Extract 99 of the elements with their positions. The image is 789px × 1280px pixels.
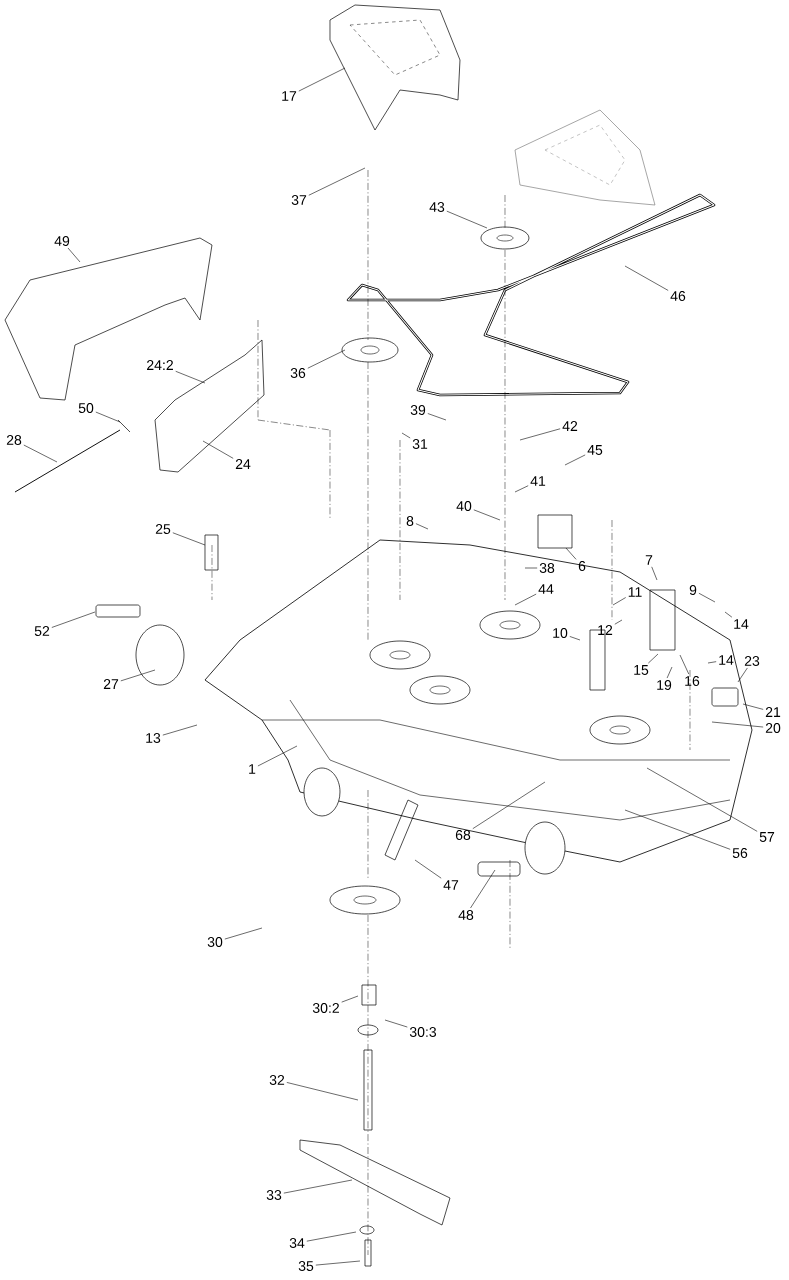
leader-line (202, 440, 234, 459)
leader-line (224, 927, 263, 940)
callout-number: 7 (645, 555, 653, 565)
leader-line (514, 485, 529, 493)
leader-line (614, 619, 623, 625)
leader-line (308, 167, 366, 196)
callout-number: 30:2 (312, 1003, 339, 1013)
callout-number: 68 (455, 830, 471, 840)
leader-line (172, 532, 206, 546)
leader-line (446, 210, 488, 229)
leader-line (470, 869, 496, 909)
leader-line (524, 567, 538, 569)
leader-line (737, 667, 748, 683)
leader-line (698, 592, 716, 603)
leader-line (666, 666, 673, 679)
leader-line (298, 67, 346, 92)
leader-line (67, 247, 81, 263)
callout-number: 24 (235, 459, 251, 469)
leader-line (415, 523, 429, 530)
leader-line (612, 597, 626, 606)
leader-line (283, 1179, 353, 1194)
callout-number: 15 (634, 665, 649, 675)
leader-line (646, 767, 758, 832)
callout-number: 56 (732, 848, 748, 858)
leader-line (384, 1019, 408, 1028)
callout-number: 40 (456, 501, 472, 511)
callout-number: 10 (553, 628, 568, 638)
leader-line (95, 411, 121, 423)
leader-line (624, 809, 731, 850)
leader-line (341, 995, 359, 1003)
callout-number: 43 (429, 202, 445, 212)
leader-line (707, 661, 717, 664)
leader-line (514, 593, 537, 606)
callout-number: 9 (689, 585, 697, 595)
callout-number: 49 (54, 236, 70, 246)
callout-number: 17 (282, 91, 297, 101)
callout-number: 16 (685, 676, 700, 686)
callout-number: 45 (587, 445, 603, 455)
callout-number: 50 (78, 403, 94, 413)
callout-number: 57 (759, 832, 775, 842)
callout-number: 35 (298, 1261, 314, 1271)
leader-line (565, 547, 577, 560)
callout-number: 1 (249, 764, 256, 774)
callout-number: 41 (530, 476, 546, 486)
leader-line (724, 611, 733, 618)
callout-number: 23 (744, 656, 760, 666)
callout-number: 13 (146, 733, 161, 743)
callout-number: 44 (538, 584, 554, 594)
callout-number: 52 (34, 626, 50, 636)
callout-number: 34 (289, 1238, 305, 1248)
callout-number: 37 (291, 195, 307, 205)
callout-number: 20 (765, 723, 781, 733)
leader-line (427, 413, 447, 421)
callout-number: 33 (266, 1190, 282, 1200)
callout-number: 25 (155, 524, 171, 534)
callout-number: 19 (657, 680, 672, 690)
leader-line (569, 636, 581, 641)
leader-line (23, 444, 58, 463)
leader-line (414, 859, 442, 879)
callout-number: 42 (562, 421, 578, 431)
leader-line (162, 724, 198, 736)
leader-line (564, 454, 586, 466)
callout-number: 24:2 (147, 360, 173, 370)
leader-line (120, 669, 156, 682)
callout-number: 30:3 (409, 1027, 437, 1037)
callout-number: 28 (6, 435, 22, 445)
leader-line (472, 781, 546, 829)
leader-line (175, 371, 206, 384)
callout-number: 47 (443, 880, 459, 890)
callout-number: 21 (765, 707, 781, 717)
leader-line (711, 721, 764, 728)
callout-number: 48 (458, 910, 474, 920)
callout-number: 8 (406, 516, 414, 526)
leader-line (257, 745, 298, 767)
callout-number: 11 (628, 587, 642, 597)
callout-number: 12 (598, 625, 613, 635)
callout-number: 31 (412, 439, 428, 449)
leader-line (648, 653, 659, 664)
callout-number: 32 (269, 1075, 285, 1085)
leader-line (651, 566, 658, 581)
leader-line (51, 611, 96, 628)
leader-line (473, 509, 501, 521)
callout-number: 46 (670, 291, 686, 301)
leader-line (624, 265, 669, 291)
callout-number: 38 (539, 563, 555, 573)
callout-number: 27 (103, 679, 119, 689)
leader-line (742, 703, 764, 710)
leader-line (286, 1082, 359, 1101)
leader-line (307, 349, 346, 369)
callout-number: 36 (290, 368, 306, 378)
callout-number: 39 (410, 405, 426, 415)
leader-line (306, 1231, 357, 1242)
callout-number: 30 (207, 937, 223, 947)
callout-number: 14 (719, 655, 734, 665)
callout-number: 14 (734, 619, 749, 629)
leader-line (519, 428, 561, 441)
leader-line (401, 432, 411, 439)
leader-line (315, 1260, 361, 1266)
leader-line (679, 654, 690, 675)
